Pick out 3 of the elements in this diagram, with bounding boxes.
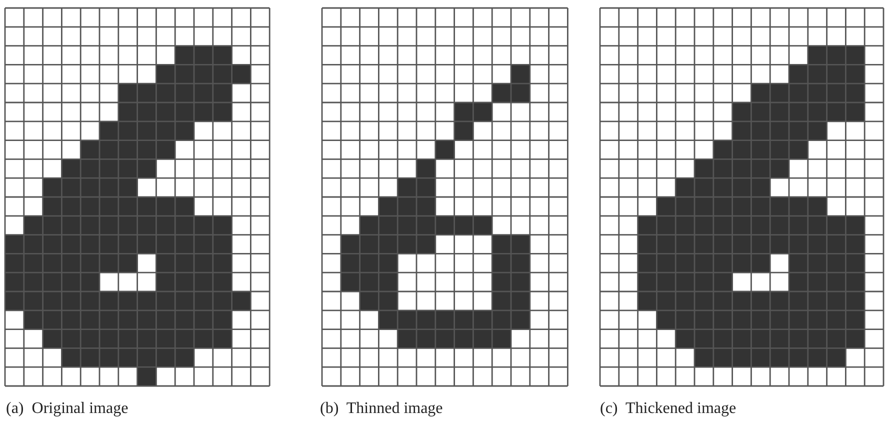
figure-caption: (c) Thickened image	[600, 400, 736, 418]
figure-caption: (a) Original image	[6, 400, 128, 418]
figure-caption: (b) Thinned image	[320, 400, 443, 418]
